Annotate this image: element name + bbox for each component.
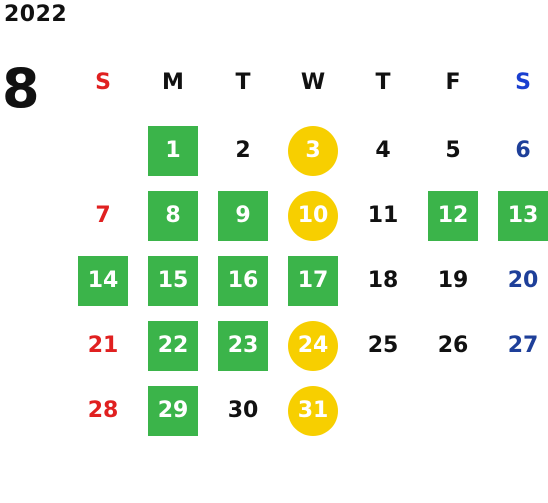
calendar-cell: 24 bbox=[278, 313, 348, 378]
calendar-day-empty bbox=[358, 386, 408, 436]
calendar-day-2[interactable]: 2 bbox=[235, 138, 251, 163]
calendar-day-27[interactable]: 27 bbox=[507, 333, 539, 358]
calendar-day-29[interactable]: 29 bbox=[148, 385, 198, 436]
calendar-cell: 8 bbox=[138, 183, 208, 248]
calendar-cell: 28 bbox=[68, 378, 138, 443]
calendar-day-13[interactable]: 13 bbox=[498, 190, 548, 241]
weekday-thursday: T bbox=[375, 69, 391, 95]
calendar-day-empty bbox=[498, 386, 548, 436]
calendar-day-23[interactable]: 23 bbox=[218, 320, 268, 371]
calendar-day-16[interactable]: 16 bbox=[218, 255, 268, 306]
calendar-cell: 9 bbox=[208, 183, 278, 248]
calendar-day-28[interactable]: 28 bbox=[87, 398, 119, 423]
calendar-cell: 15 bbox=[138, 248, 208, 313]
calendar-cell: 21 bbox=[68, 313, 138, 378]
calendar-cell: 31 bbox=[278, 378, 348, 443]
calendar-day-12[interactable]: 12 bbox=[428, 190, 478, 241]
calendar-cell: 23 bbox=[208, 313, 278, 378]
weekday-wednesday: W bbox=[300, 69, 326, 95]
calendar-day-25[interactable]: 25 bbox=[367, 333, 399, 358]
calendar-day-empty bbox=[428, 386, 478, 436]
calendar-day-6[interactable]: 6 bbox=[515, 138, 531, 163]
calendar-cell: 17 bbox=[278, 248, 348, 313]
calendar-day-4[interactable]: 4 bbox=[375, 138, 391, 163]
calendar-day-17[interactable]: 17 bbox=[288, 255, 338, 306]
calendar-cell bbox=[68, 118, 138, 183]
calendar-day-11[interactable]: 11 bbox=[367, 203, 399, 228]
calendar-day-20[interactable]: 20 bbox=[507, 268, 539, 293]
calendar-cell: 13 bbox=[488, 183, 548, 248]
calendar-cell: 29 bbox=[138, 378, 208, 443]
calendar-day-22[interactable]: 22 bbox=[148, 320, 198, 371]
calendar-cell: 30 bbox=[208, 378, 278, 443]
calendar-day-1[interactable]: 1 bbox=[148, 125, 198, 176]
calendar-cell: 26 bbox=[418, 313, 488, 378]
weekday-tuesday: T bbox=[235, 69, 251, 95]
calendar-day-21[interactable]: 21 bbox=[87, 333, 119, 358]
calendar-year: 2022 bbox=[4, 2, 68, 27]
calendar-day-19[interactable]: 19 bbox=[437, 268, 469, 293]
calendar-day-24[interactable]: 24 bbox=[288, 320, 338, 371]
calendar-day-18[interactable]: 18 bbox=[367, 268, 399, 293]
calendar-day-9[interactable]: 9 bbox=[218, 190, 268, 241]
calendar-cell: 11 bbox=[348, 183, 418, 248]
calendar-cell: 16 bbox=[208, 248, 278, 313]
calendar-cell: 5 bbox=[418, 118, 488, 183]
calendar-cell: 6 bbox=[488, 118, 548, 183]
calendar-day-8[interactable]: 8 bbox=[148, 190, 198, 241]
weekday-monday: M bbox=[162, 69, 184, 95]
calendar-day-10[interactable]: 10 bbox=[288, 190, 338, 241]
calendar-cell: 10 bbox=[278, 183, 348, 248]
weekday-friday: F bbox=[445, 69, 461, 95]
calendar-day-15[interactable]: 15 bbox=[148, 255, 198, 306]
calendar-cell: 1 bbox=[138, 118, 208, 183]
calendar-day-14[interactable]: 14 bbox=[78, 255, 128, 306]
calendar-cell: 27 bbox=[488, 313, 548, 378]
calendar-cell bbox=[348, 378, 418, 443]
calendar-cell: 18 bbox=[348, 248, 418, 313]
calendar-cell: 20 bbox=[488, 248, 548, 313]
calendar-cell: 14 bbox=[68, 248, 138, 313]
calendar-cell: 4 bbox=[348, 118, 418, 183]
weekday-saturday: S bbox=[515, 69, 531, 95]
calendar-month-number: 8 bbox=[2, 57, 40, 120]
weekday-sunday: S bbox=[95, 69, 111, 95]
calendar-cell: 22 bbox=[138, 313, 208, 378]
calendar-day-26[interactable]: 26 bbox=[437, 333, 469, 358]
calendar-day-empty bbox=[78, 126, 128, 176]
calendar-day-30[interactable]: 30 bbox=[227, 398, 259, 423]
calendar-day-5[interactable]: 5 bbox=[445, 138, 461, 163]
calendar-cell: 12 bbox=[418, 183, 488, 248]
calendar-cell bbox=[418, 378, 488, 443]
calendar-cell: 19 bbox=[418, 248, 488, 313]
calendar-cell: 2 bbox=[208, 118, 278, 183]
calendar-cell: 7 bbox=[68, 183, 138, 248]
weekday-header-row: S M T W T F S bbox=[68, 62, 548, 102]
calendar-day-3[interactable]: 3 bbox=[288, 125, 338, 176]
calendar-cell bbox=[488, 378, 548, 443]
calendar-day-7[interactable]: 7 bbox=[95, 203, 111, 228]
calendar-cell: 25 bbox=[348, 313, 418, 378]
calendar-cell: 3 bbox=[278, 118, 348, 183]
calendar-day-31[interactable]: 31 bbox=[288, 385, 338, 436]
